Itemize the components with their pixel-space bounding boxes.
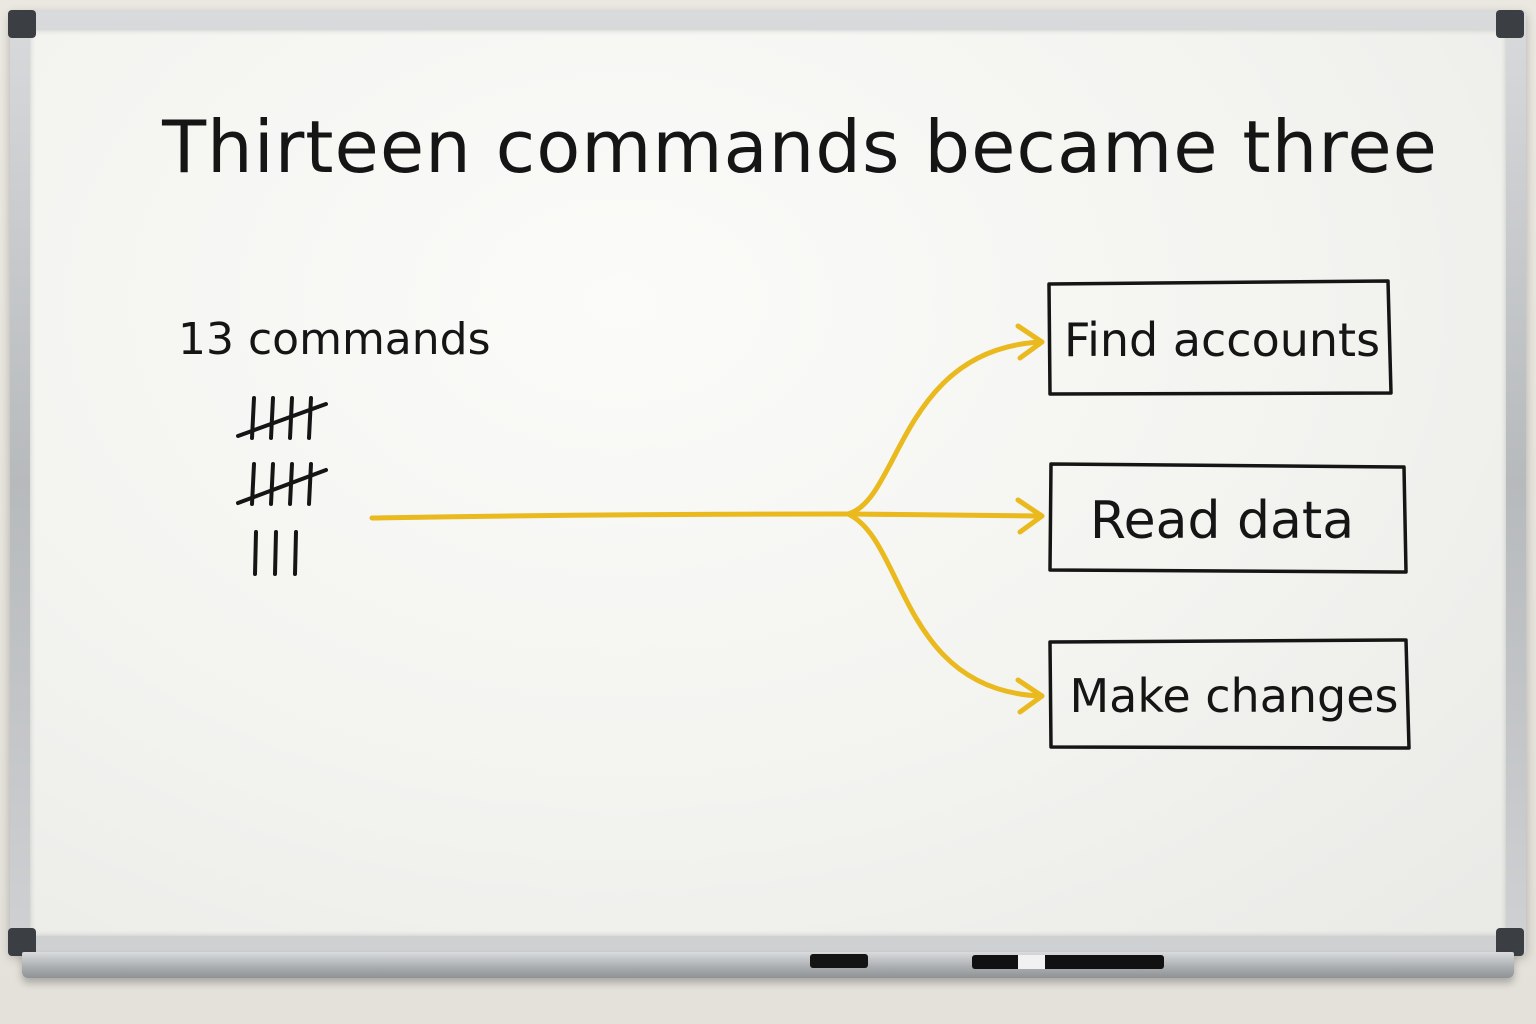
frame-corner-top-left <box>8 10 36 38</box>
arrowhead-top <box>1015 323 1045 361</box>
tally-marks <box>236 396 328 576</box>
target-label-read-data: Read data <box>1090 491 1354 551</box>
board-title: Thirteen commands became three <box>161 105 1438 189</box>
box-find-accounts <box>1047 279 1393 396</box>
whiteboard-surface <box>30 30 1506 936</box>
box-make-changes <box>1048 638 1411 750</box>
arrow-branch-middle <box>845 511 1043 519</box>
branching-arrows <box>369 323 1045 715</box>
target-label-find-accounts: Find accounts <box>1064 313 1380 367</box>
target-label-make-changes: Make changes <box>1069 669 1398 723</box>
arrow-trunk <box>369 511 851 521</box>
tally-group-2 <box>236 462 328 506</box>
arrow-branch-bottom <box>845 511 1043 699</box>
marker-cap[interactable] <box>810 954 868 968</box>
tally-group-1 <box>236 396 328 440</box>
frame-corner-bottom-right <box>1496 928 1524 956</box>
frame-corner-bottom-left <box>8 928 36 956</box>
box-read-data <box>1048 462 1408 574</box>
commands-count-label: 13 commands <box>178 314 491 365</box>
marker[interactable] <box>972 955 1164 969</box>
arrowhead-middle <box>1015 497 1045 535</box>
frame-corner-top-right <box>1496 10 1524 38</box>
marker-tray <box>22 952 1514 978</box>
tally-group-3 <box>253 530 298 576</box>
arrowhead-bottom <box>1015 677 1045 715</box>
arrow-branch-top <box>845 339 1043 517</box>
